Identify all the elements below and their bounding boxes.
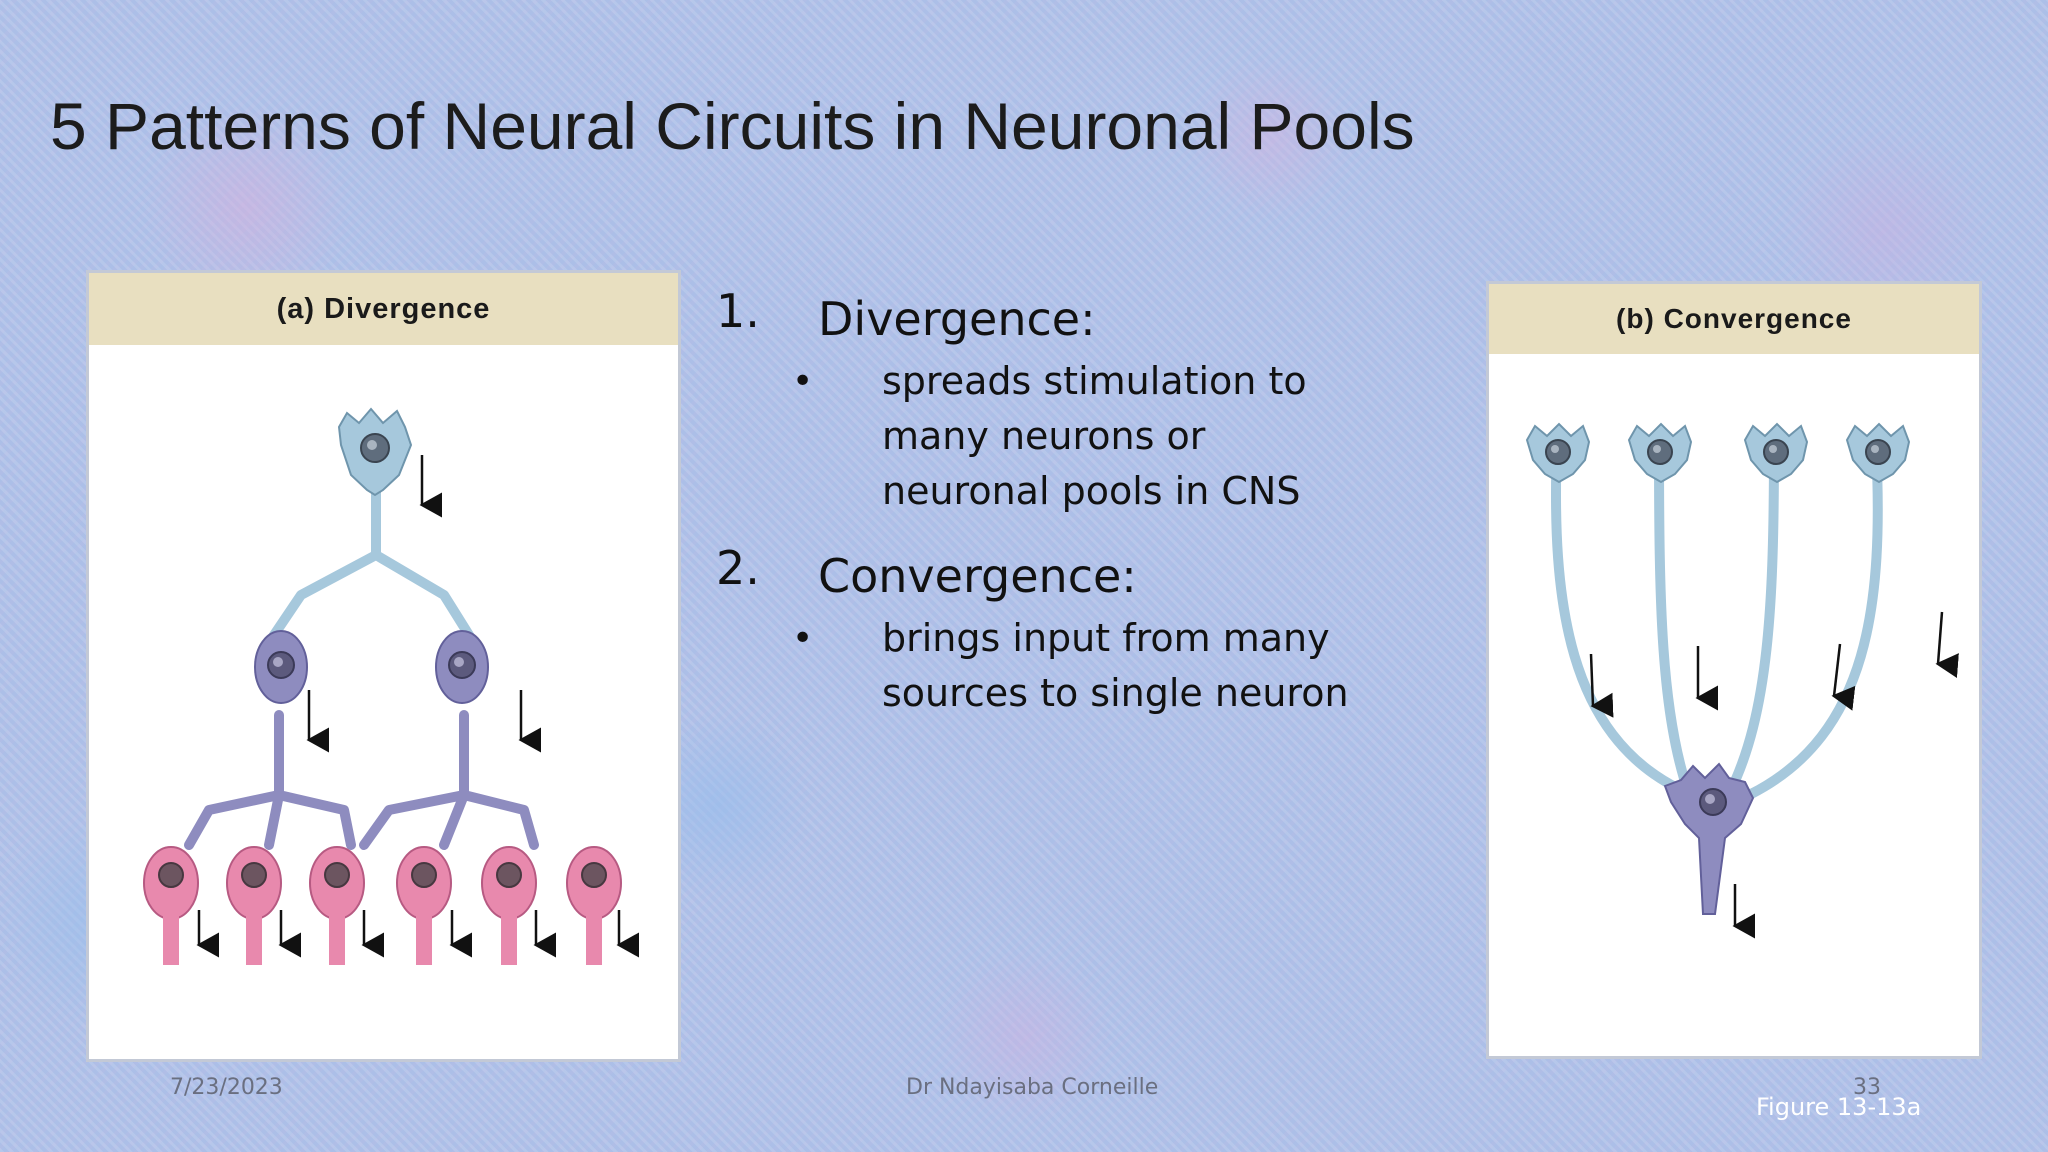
signal-arrows xyxy=(1589,611,1959,939)
input-neuron xyxy=(1845,422,1911,484)
content-list: 1. Divergence: • spreads stimulation to … xyxy=(716,284,1436,743)
footer-date: 7/23/2023 xyxy=(170,1075,283,1100)
signal-arrows xyxy=(196,455,639,958)
slide-number: 33 xyxy=(1853,1075,1881,1100)
bottom-neuron xyxy=(396,846,452,965)
figure-label: Figure 13-13a xyxy=(1756,1093,1922,1121)
item-number: 1. xyxy=(716,284,760,338)
output-neuron xyxy=(1663,762,1755,915)
input-axon xyxy=(1724,439,1779,799)
right-middle-axon xyxy=(359,710,539,850)
top-neuron xyxy=(337,407,413,497)
input-axon xyxy=(1550,439,1684,794)
divergence-figure: (a) Divergence xyxy=(86,270,681,1062)
divergence-figure-header: (a) Divergence xyxy=(89,273,678,345)
top-neuron-axon xyxy=(269,460,474,640)
convergence-figure-header: (b) Convergence xyxy=(1489,284,1979,354)
left-middle-neuron xyxy=(254,630,308,704)
input-neuron xyxy=(1743,422,1809,484)
bullet-point: • spreads stimulation to many neurons or… xyxy=(716,354,1436,519)
divergence-diagram xyxy=(143,407,639,965)
convergence-figure: (b) Convergence xyxy=(1486,281,1982,1059)
bottom-neuron xyxy=(226,846,282,965)
item-number: 2. xyxy=(716,541,760,595)
bullet-icon: • xyxy=(792,618,814,659)
right-middle-neuron xyxy=(435,630,489,704)
bottom-neuron xyxy=(481,846,537,965)
item-heading: Convergence: xyxy=(818,549,1137,603)
list-item-divergence: 1. Divergence: • spreads stimulation to … xyxy=(716,284,1436,519)
bottom-neuron xyxy=(143,846,199,965)
bullet-icon: • xyxy=(792,361,814,402)
input-neuron xyxy=(1627,422,1693,484)
footer-author: Dr Ndayisaba Corneille xyxy=(906,1075,1159,1100)
input-axon xyxy=(1654,439,1694,799)
list-item-convergence: 2. Convergence: • brings input from many… xyxy=(716,541,1436,721)
bullet-point: • brings input from many sources to sing… xyxy=(716,611,1436,721)
bullet-text: brings input from many sources to single… xyxy=(882,616,1349,715)
left-middle-axon xyxy=(184,710,356,850)
bottom-neuron xyxy=(566,846,622,965)
input-neuron xyxy=(1525,422,1591,484)
convergence-diagram xyxy=(1525,422,1959,939)
bottom-neuron xyxy=(309,846,365,965)
input-axon xyxy=(1746,439,1883,799)
bullet-text: spreads stimulation to many neurons or n… xyxy=(882,359,1307,513)
item-heading: Divergence: xyxy=(818,292,1096,346)
slide-title: 5 Patterns of Neural Circuits in Neurona… xyxy=(50,89,1415,163)
